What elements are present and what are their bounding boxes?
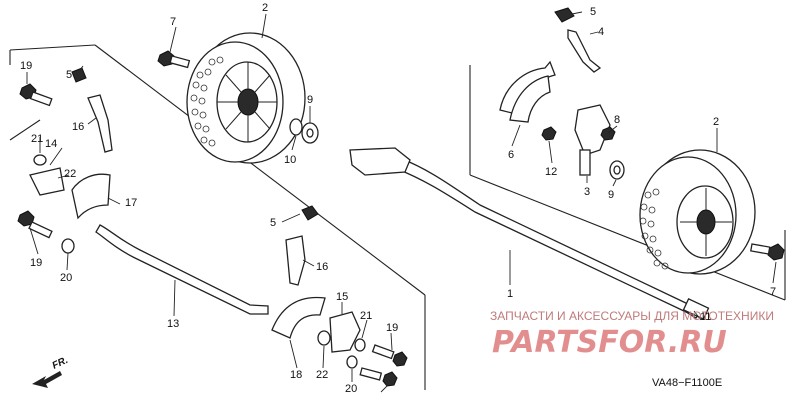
callout-2-right: 2 xyxy=(713,116,719,128)
callout-18: 18 xyxy=(290,369,302,381)
callout-8: 8 xyxy=(614,114,620,126)
callout-19-top: 19 xyxy=(20,60,32,72)
callout-19-left: 19 xyxy=(30,257,42,269)
callout-5-left: 5 xyxy=(66,69,72,81)
callout-9-right: 9 xyxy=(608,189,614,201)
bolt-12 xyxy=(541,126,557,141)
diagram-code: VA48−F1100E xyxy=(652,377,722,389)
reference-lines xyxy=(9,44,786,390)
adjuster-plate-right xyxy=(499,60,556,123)
callout-16-bottom: 16 xyxy=(316,261,328,273)
callout-12: 12 xyxy=(545,166,557,178)
washers-top xyxy=(289,118,319,144)
callout-15: 15 xyxy=(336,291,348,303)
callout-21-bottom: 21 xyxy=(360,310,372,322)
callout-13: 13 xyxy=(167,318,179,330)
callout-16-left: 16 xyxy=(72,121,84,133)
wheel-top xyxy=(186,32,306,164)
callout-4: 4 xyxy=(598,26,604,38)
callout-22-bottom: 22 xyxy=(316,369,328,381)
callout-5-bottom: 5 xyxy=(270,217,276,229)
axle-rod xyxy=(349,147,710,320)
callout-7-top: 7 xyxy=(170,16,176,28)
watermark: ЗАПЧАСТИ И АКСЕССУАРЫ ДЛЯ МОТОТЕХНИКИ PA… xyxy=(490,309,774,360)
wheel-right xyxy=(639,149,756,275)
callout-22-left: 22 xyxy=(64,168,76,180)
callout-7-right: 7 xyxy=(770,286,776,298)
callout-3: 3 xyxy=(584,186,590,198)
callout-21-left: 21 xyxy=(31,133,43,145)
wheel-bolt-top xyxy=(157,50,191,69)
left-parts xyxy=(17,67,113,254)
direction-label: FR. xyxy=(51,355,70,372)
callout-19-bottom: 19 xyxy=(386,322,398,334)
lever-4 xyxy=(567,29,602,73)
callout-6: 6 xyxy=(508,149,514,161)
callout-14: 14 xyxy=(45,138,57,150)
height-adjust-rod xyxy=(95,224,269,315)
watermark-top-text: ЗАПЧАСТИ И АКСЕССУАРЫ ДЛЯ МОТОТЕХНИКИ xyxy=(490,309,774,323)
cap-5-top xyxy=(554,7,575,23)
front-direction-arrow: FR. xyxy=(32,355,70,388)
callout-20-bottom: 20 xyxy=(345,383,357,395)
leader-lines xyxy=(26,11,777,393)
washer-right xyxy=(609,160,625,180)
callouts: 7 2 9 10 5 4 6 8 12 3 9 2 7 1 11 19 5 16… xyxy=(20,2,776,395)
callout-11: 11 xyxy=(700,311,711,323)
lower-center-parts xyxy=(271,205,408,387)
callout-2-top: 2 xyxy=(262,2,268,14)
wheel-bolt-right xyxy=(750,243,785,261)
callout-5-top: 5 xyxy=(590,6,596,18)
callout-20-left: 20 xyxy=(60,272,72,284)
callout-1: 1 xyxy=(507,288,513,300)
callout-10: 10 xyxy=(284,154,296,166)
callout-17: 17 xyxy=(125,197,137,209)
watermark-brand: PARTSFOR.RU xyxy=(492,325,727,360)
callout-9-top: 9 xyxy=(307,94,313,106)
pivot-bracket xyxy=(574,104,611,176)
